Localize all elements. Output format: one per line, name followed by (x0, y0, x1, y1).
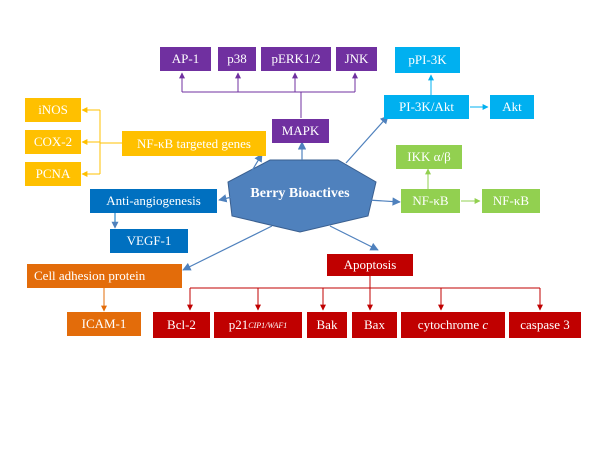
hub-shape (227, 159, 377, 233)
node-bcl2: Bcl-2 (153, 312, 210, 338)
node-nfkb: NF-κB (401, 189, 460, 213)
node-bak: Bak (307, 312, 347, 338)
node-inos: iNOS (25, 98, 81, 122)
node-icam1: ICAM-1 (67, 312, 141, 336)
node-vegf1: VEGF-1 (110, 229, 188, 253)
node-bax: Bax (352, 312, 397, 338)
node-anti-angiogenesis: Anti-angiogenesis (90, 189, 217, 213)
node-apoptosis: Apoptosis (327, 254, 413, 276)
node-perk12: pERK1/2 (261, 47, 331, 71)
node-jnk: JNK (336, 47, 377, 71)
node-pcna: PCNA (25, 162, 81, 186)
arrow-hub-nfkb-genes (249, 153, 263, 175)
node-mapk: MAPK (272, 119, 329, 143)
node-caspase3: caspase 3 (509, 312, 581, 338)
cytc-base: cytochrome (417, 317, 483, 332)
p21-base: p21 (228, 317, 249, 332)
node-cell-adhesion-protein: Cell adhesion protein (27, 264, 182, 288)
hub-label: Berry Bioactives (250, 186, 350, 201)
arrow-hub-angiogenesis (218, 194, 233, 203)
arrow-hub-pi3k (345, 115, 389, 164)
cytc-italic: c (482, 317, 489, 332)
p21-sup: CIP1/WAF1 (248, 320, 288, 330)
node-nfkb-targeted-genes: NF-κB targeted genes (122, 131, 266, 156)
arrow-hub-nfkb (367, 197, 401, 206)
node-nfkb-right: NF-κB (482, 189, 540, 213)
node-ppi3k: pPI-3K (395, 47, 460, 73)
node-ikk: IKK α/β (396, 145, 462, 169)
arrow-hub-adhesion (182, 225, 273, 271)
node-cox2: COX-2 (25, 130, 81, 154)
node-ap1: AP-1 (160, 47, 211, 71)
node-p38: p38 (218, 47, 256, 71)
arrow-hub-apoptosis (329, 225, 379, 251)
node-akt: Akt (490, 95, 534, 119)
node-pi3k-akt: PI-3K/Akt (384, 95, 469, 119)
node-cytochrome-c: cytochrome c (401, 312, 505, 338)
